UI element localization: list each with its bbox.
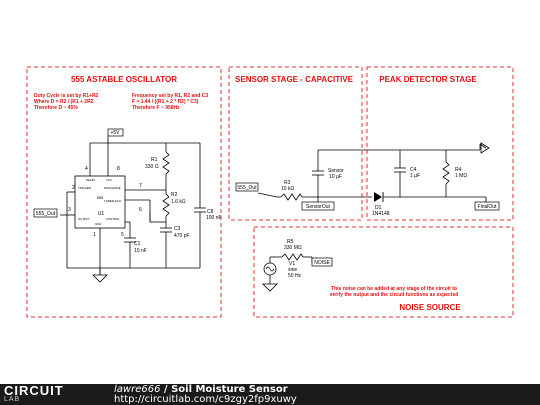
- sensor-in-port-label: 555_Out: [237, 185, 257, 191]
- pin-output: OUTPUT: [78, 217, 90, 221]
- pin-threshold: THRESHOLD: [104, 199, 121, 203]
- osc-out-port-label: 555_Out: [36, 211, 56, 217]
- noise-frame: [253, 226, 514, 318]
- ic-555[interactable]: [74, 175, 126, 229]
- osc-note-left-2: Where D = R2 / (R1 + 2R2: [34, 99, 94, 105]
- osc-title: 555 ASTABLE OSCILLATOR: [71, 75, 177, 84]
- noise-port[interactable]: [311, 257, 333, 267]
- v1-name: V1: [289, 261, 295, 267]
- r4-value: 1 MΩ: [455, 173, 467, 179]
- footer-bar: CIRCUIT LAB lawre666 / Soil Moisture Sen…: [0, 384, 540, 405]
- supply-label: +5V: [110, 130, 120, 136]
- osc-note-left-1: Duty Cycle is set by R1+R2: [34, 93, 99, 99]
- circuitlab-logo[interactable]: CIRCUIT: [4, 383, 64, 398]
- logo-line1: CIRCUIT: [4, 383, 64, 398]
- osc-note-left-3: Therefore D ~ 45%: [34, 105, 78, 111]
- schematic-canvas: 555 ASTABLE OSCILLATOR SENSOR STAGE - CA…: [26, 66, 514, 318]
- sensor-cap-value: 10 µF: [329, 174, 342, 180]
- sensor-in-port[interactable]: [235, 182, 259, 192]
- d1-value: 1N4148: [372, 211, 390, 217]
- pin-number-6: 6: [139, 207, 142, 213]
- pin-number-4: 4: [85, 166, 88, 172]
- c1-value: 10 nF: [134, 248, 147, 254]
- sensor-out-port[interactable]: [301, 201, 335, 211]
- c4-value: 1 µF: [410, 173, 420, 179]
- peak-frame: [366, 66, 514, 221]
- r1-value: 330 Ω: [145, 164, 159, 170]
- ic-part: 555: [97, 195, 104, 200]
- project-title[interactable]: Soil Moisture Sensor: [171, 384, 288, 395]
- supply-label-box: [107, 128, 124, 137]
- title-separator: /: [160, 384, 172, 395]
- peak-wires: [383, 143, 487, 202]
- logo-sub: LAB: [4, 396, 20, 403]
- r5-name: R5: [287, 239, 294, 245]
- pin-number-8: 8: [117, 166, 120, 172]
- r2-value: 1.6 kΩ: [171, 199, 186, 205]
- osc-frame: [26, 66, 222, 318]
- c3-value: 470 pF: [174, 233, 190, 239]
- sensor-out-port-label: SensorOut: [306, 204, 331, 210]
- r1-name: R1: [151, 157, 158, 163]
- osc-note-right-1: Frequency set by R1, R2 and C3: [132, 93, 208, 99]
- sensor-title: SENSOR STAGE - CAPACITIVE: [235, 75, 354, 84]
- pin-control: CONTROL: [106, 217, 120, 221]
- c1-name: C1: [134, 241, 141, 247]
- logo-line2: LAB: [4, 396, 21, 403]
- pin-trigger: TRIGGER: [78, 186, 91, 190]
- noise-port-label: NOISE: [314, 260, 330, 266]
- pin-reset: RESET: [86, 178, 96, 182]
- r3-value: 10 kΩ: [281, 186, 294, 192]
- sensor-cap-name: Sensor: [328, 168, 344, 174]
- pin-number-1: 1: [93, 232, 96, 238]
- pin-vcc: VCC: [106, 178, 112, 182]
- project-url[interactable]: http://circuitlab.com/c9zgy2fp9xuwy: [114, 394, 297, 405]
- schematic-svg: 555 ASTABLE OSCILLATOR SENSOR STAGE - CA…: [26, 66, 514, 318]
- d1-name: D1: [375, 205, 382, 211]
- peak-ground-icon: [480, 142, 490, 154]
- diode-icon[interactable]: [374, 192, 382, 202]
- peak-title: PEAK DETECTOR STAGE: [379, 75, 477, 84]
- sensor-frame: [228, 66, 363, 221]
- final-out-port[interactable]: [474, 201, 500, 211]
- noise-title: NOISE SOURCE: [399, 303, 461, 312]
- osc-ground-icon: [92, 274, 108, 283]
- pin-gnd: GND: [95, 222, 101, 226]
- c8-value: 100 nF: [206, 215, 222, 221]
- c8-name: C8: [207, 209, 214, 215]
- noise-note-1: This noise can be added at any stage of …: [331, 286, 457, 292]
- pin-number-7: 7: [139, 183, 142, 189]
- c3-name: C3: [174, 226, 181, 232]
- osc-note-right-2: F = 1.44 / ((R1 + 2 * R2) * C3): [132, 99, 199, 105]
- pin-discharge: DISCHARGE: [104, 186, 121, 190]
- pin-number-2: 2: [72, 185, 75, 191]
- osc-out-port[interactable]: [33, 208, 58, 218]
- noise-ground-icon: [262, 283, 278, 292]
- v1-type: sine: [288, 267, 297, 273]
- v1-freq: 50 Hz: [288, 273, 302, 279]
- osc-wires: [60, 136, 206, 275]
- r2-name: R2: [171, 192, 178, 198]
- c4-name: C4: [410, 167, 417, 173]
- sine-wave-icon: [265, 266, 275, 272]
- ic-name: U1: [98, 211, 105, 217]
- pin-number-5: 5: [121, 232, 124, 238]
- r3-name: R3: [284, 180, 291, 186]
- noise-note-2: verify the output and the circuit functi…: [330, 292, 459, 298]
- sensor-wires: [257, 149, 480, 202]
- osc-note-right-3: Therefore F ~ 958Hz: [132, 105, 180, 111]
- r4-name: R4: [455, 167, 462, 173]
- footer-title-line: lawre666 / Soil Moisture Sensor: [114, 384, 288, 395]
- final-out-port-label: FinalOut: [478, 204, 498, 210]
- pin-number-3: 3: [68, 207, 71, 213]
- author-link[interactable]: lawre666: [114, 384, 161, 395]
- r5-value: 330 MΩ: [284, 245, 302, 251]
